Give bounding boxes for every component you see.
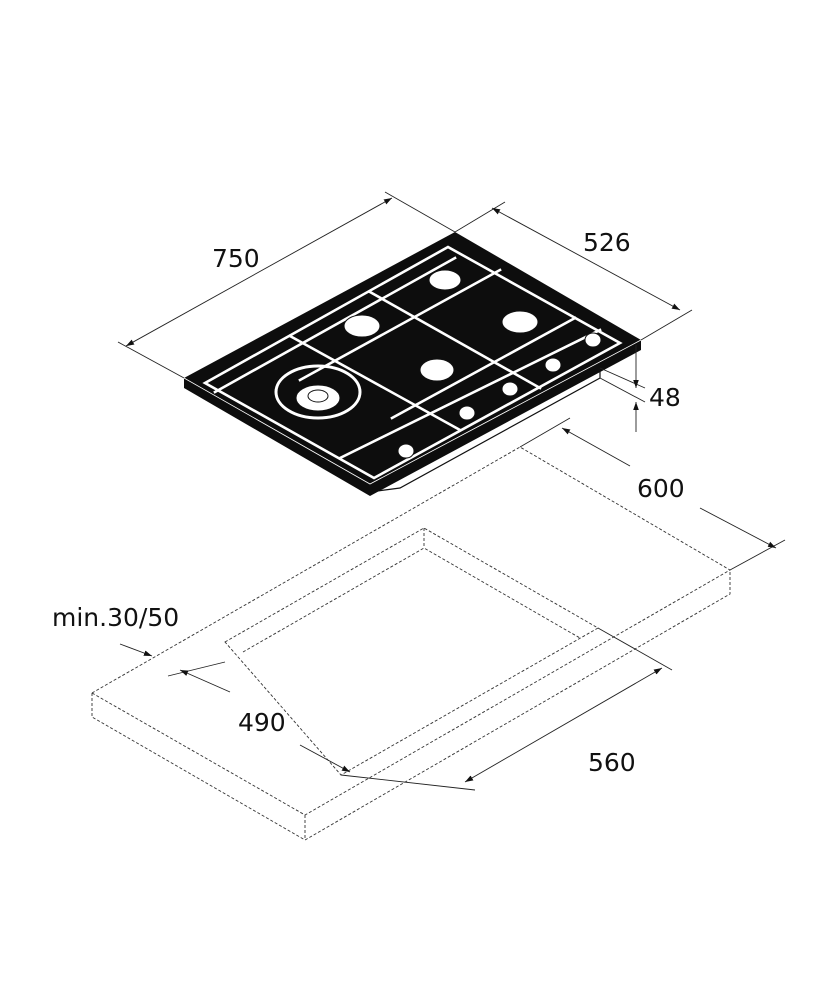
wok-burner-icon (274, 364, 362, 420)
knob-icon (458, 405, 476, 421)
dimension-cutout-width-label: 560 (588, 748, 636, 777)
dimension-depth-label: 526 (583, 228, 631, 257)
knob-icon (397, 443, 415, 459)
dimension-lines (117, 191, 786, 791)
dimension-min-edge-label: min.30/50 (52, 603, 179, 632)
dimension-height-label: 48 (649, 383, 681, 412)
burner-icon (428, 269, 462, 291)
burner-icon (343, 314, 381, 338)
dimension-countertop-depth-label: 600 (637, 474, 685, 503)
knob-icon (501, 381, 519, 397)
knob-icon (544, 357, 562, 373)
dimension-width-label: 750 (212, 244, 260, 273)
countertop (91, 446, 731, 841)
knob-icon (584, 332, 602, 348)
burner-icon (501, 310, 539, 334)
dimension-cutout-depth-label: 490 (238, 708, 286, 737)
control-knobs (397, 332, 602, 459)
cutout (224, 527, 599, 776)
burner-icon (419, 358, 455, 382)
